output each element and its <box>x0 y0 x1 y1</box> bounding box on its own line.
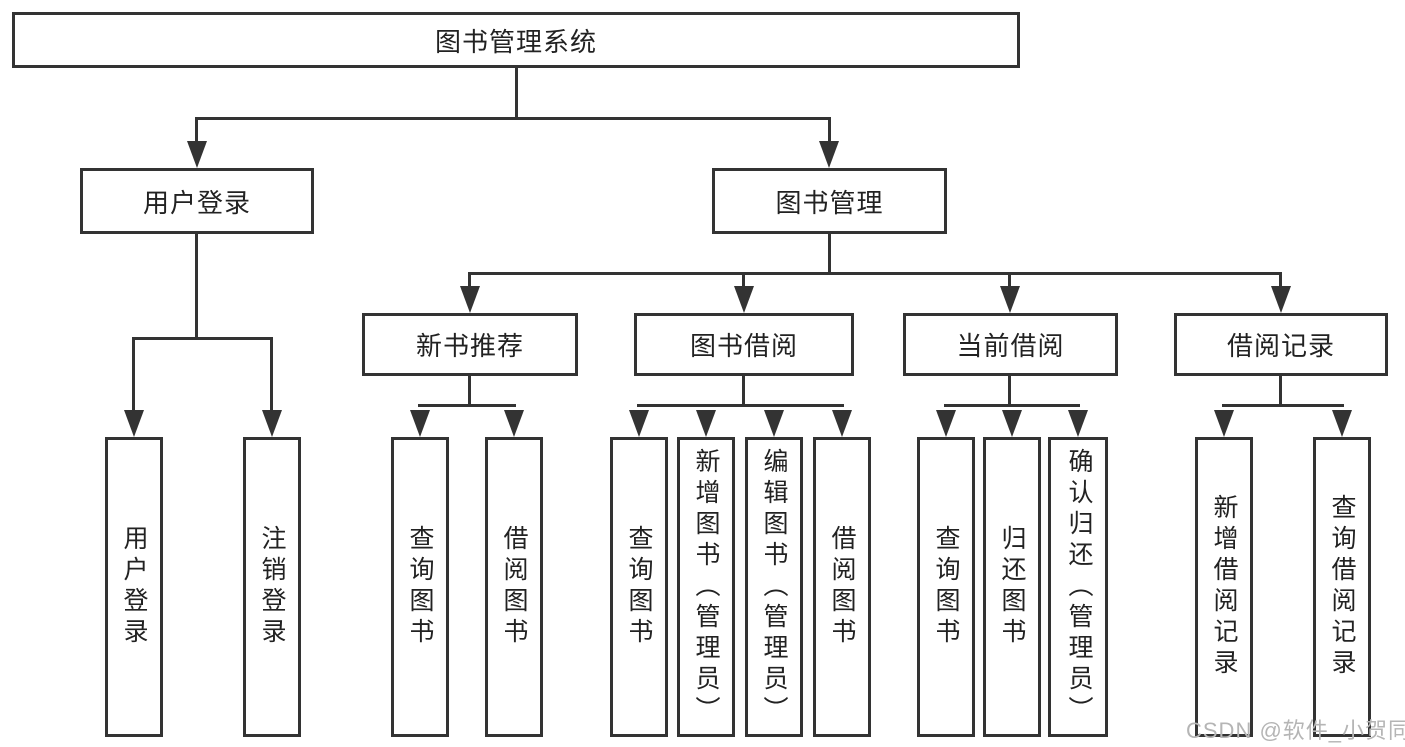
connector-hline <box>132 337 273 340</box>
connector-vline <box>828 234 831 275</box>
connector-hline <box>468 272 1282 275</box>
node-book-borrow: 图书借阅 <box>634 313 854 376</box>
connector-hline <box>1222 404 1344 407</box>
arrowhead-down-icon <box>734 286 754 313</box>
arrowhead-down-icon <box>1271 286 1291 313</box>
leaf-borrow-book: 借阅图书 <box>813 437 871 737</box>
node-library-system: 图书管理系统 <box>12 12 1020 68</box>
arrowhead-down-icon <box>410 410 430 437</box>
connector-hline <box>944 404 1080 407</box>
connector-vline <box>515 68 518 120</box>
leaf-query-books-recommend: 查询图书 <box>391 437 449 737</box>
arrowhead-down-icon <box>832 410 852 437</box>
node-user-login: 用户登录 <box>80 168 314 234</box>
csdn-watermark: CSDN @软件_小贺同学 <box>1186 718 1405 743</box>
node-current-borrow: 当前借阅 <box>903 313 1118 376</box>
arrowhead-down-icon <box>1332 410 1352 437</box>
leaf-query-books-borrow: 查询图书 <box>610 437 668 737</box>
leaf-borrow-books-recommend: 借阅图书 <box>485 437 543 737</box>
arrowhead-down-icon <box>936 410 956 437</box>
connector-hline <box>637 404 844 407</box>
connector-hline <box>418 404 516 407</box>
connector-vline <box>742 376 745 407</box>
arrowhead-down-icon <box>1068 410 1088 437</box>
node-new-book-recommend: 新书推荐 <box>362 313 578 376</box>
arrowhead-down-icon <box>124 410 144 437</box>
arrowhead-down-icon <box>1002 410 1022 437</box>
connector-vline <box>1279 275 1282 288</box>
leaf-add-borrow-record: 新增借阅记录 <box>1195 437 1253 737</box>
leaf-query-borrow-record: 查询借阅记录 <box>1313 437 1371 737</box>
arrowhead-down-icon <box>187 141 207 168</box>
arrowhead-down-icon <box>819 141 839 168</box>
connector-vline <box>468 275 471 288</box>
leaf-query-books-current: 查询图书 <box>917 437 975 737</box>
leaf-logout: 注销登录 <box>243 437 301 737</box>
connector-vline <box>1008 275 1011 288</box>
leaf-return-book: 归还图书 <box>983 437 1041 737</box>
arrowhead-down-icon <box>629 410 649 437</box>
leaf-confirm-return-admin: 确认归还（管理员） <box>1048 437 1108 737</box>
leaf-user-login: 用户登录 <box>105 437 163 737</box>
connector-vline <box>468 376 471 407</box>
arrowhead-down-icon <box>460 286 480 313</box>
connector-vline <box>1008 376 1011 407</box>
arrowhead-down-icon <box>1000 286 1020 313</box>
connector-hline <box>195 117 831 120</box>
node-borrow-records: 借阅记录 <box>1174 313 1388 376</box>
leaf-edit-book-admin: 编辑图书（管理员） <box>745 437 803 737</box>
node-book-management: 图书管理 <box>712 168 947 234</box>
connector-vline <box>195 120 198 145</box>
connector-vline <box>1279 376 1282 407</box>
connector-vline <box>195 234 198 340</box>
leaf-add-book-admin: 新增图书（管理员） <box>677 437 735 737</box>
arrowhead-down-icon <box>696 410 716 437</box>
arrowhead-down-icon <box>504 410 524 437</box>
connector-vline <box>742 275 745 288</box>
connector-vline <box>132 340 135 410</box>
connector-vline <box>828 120 831 145</box>
arrowhead-down-icon <box>262 410 282 437</box>
connector-vline <box>270 340 273 410</box>
arrowhead-down-icon <box>764 410 784 437</box>
arrowhead-down-icon <box>1214 410 1234 437</box>
